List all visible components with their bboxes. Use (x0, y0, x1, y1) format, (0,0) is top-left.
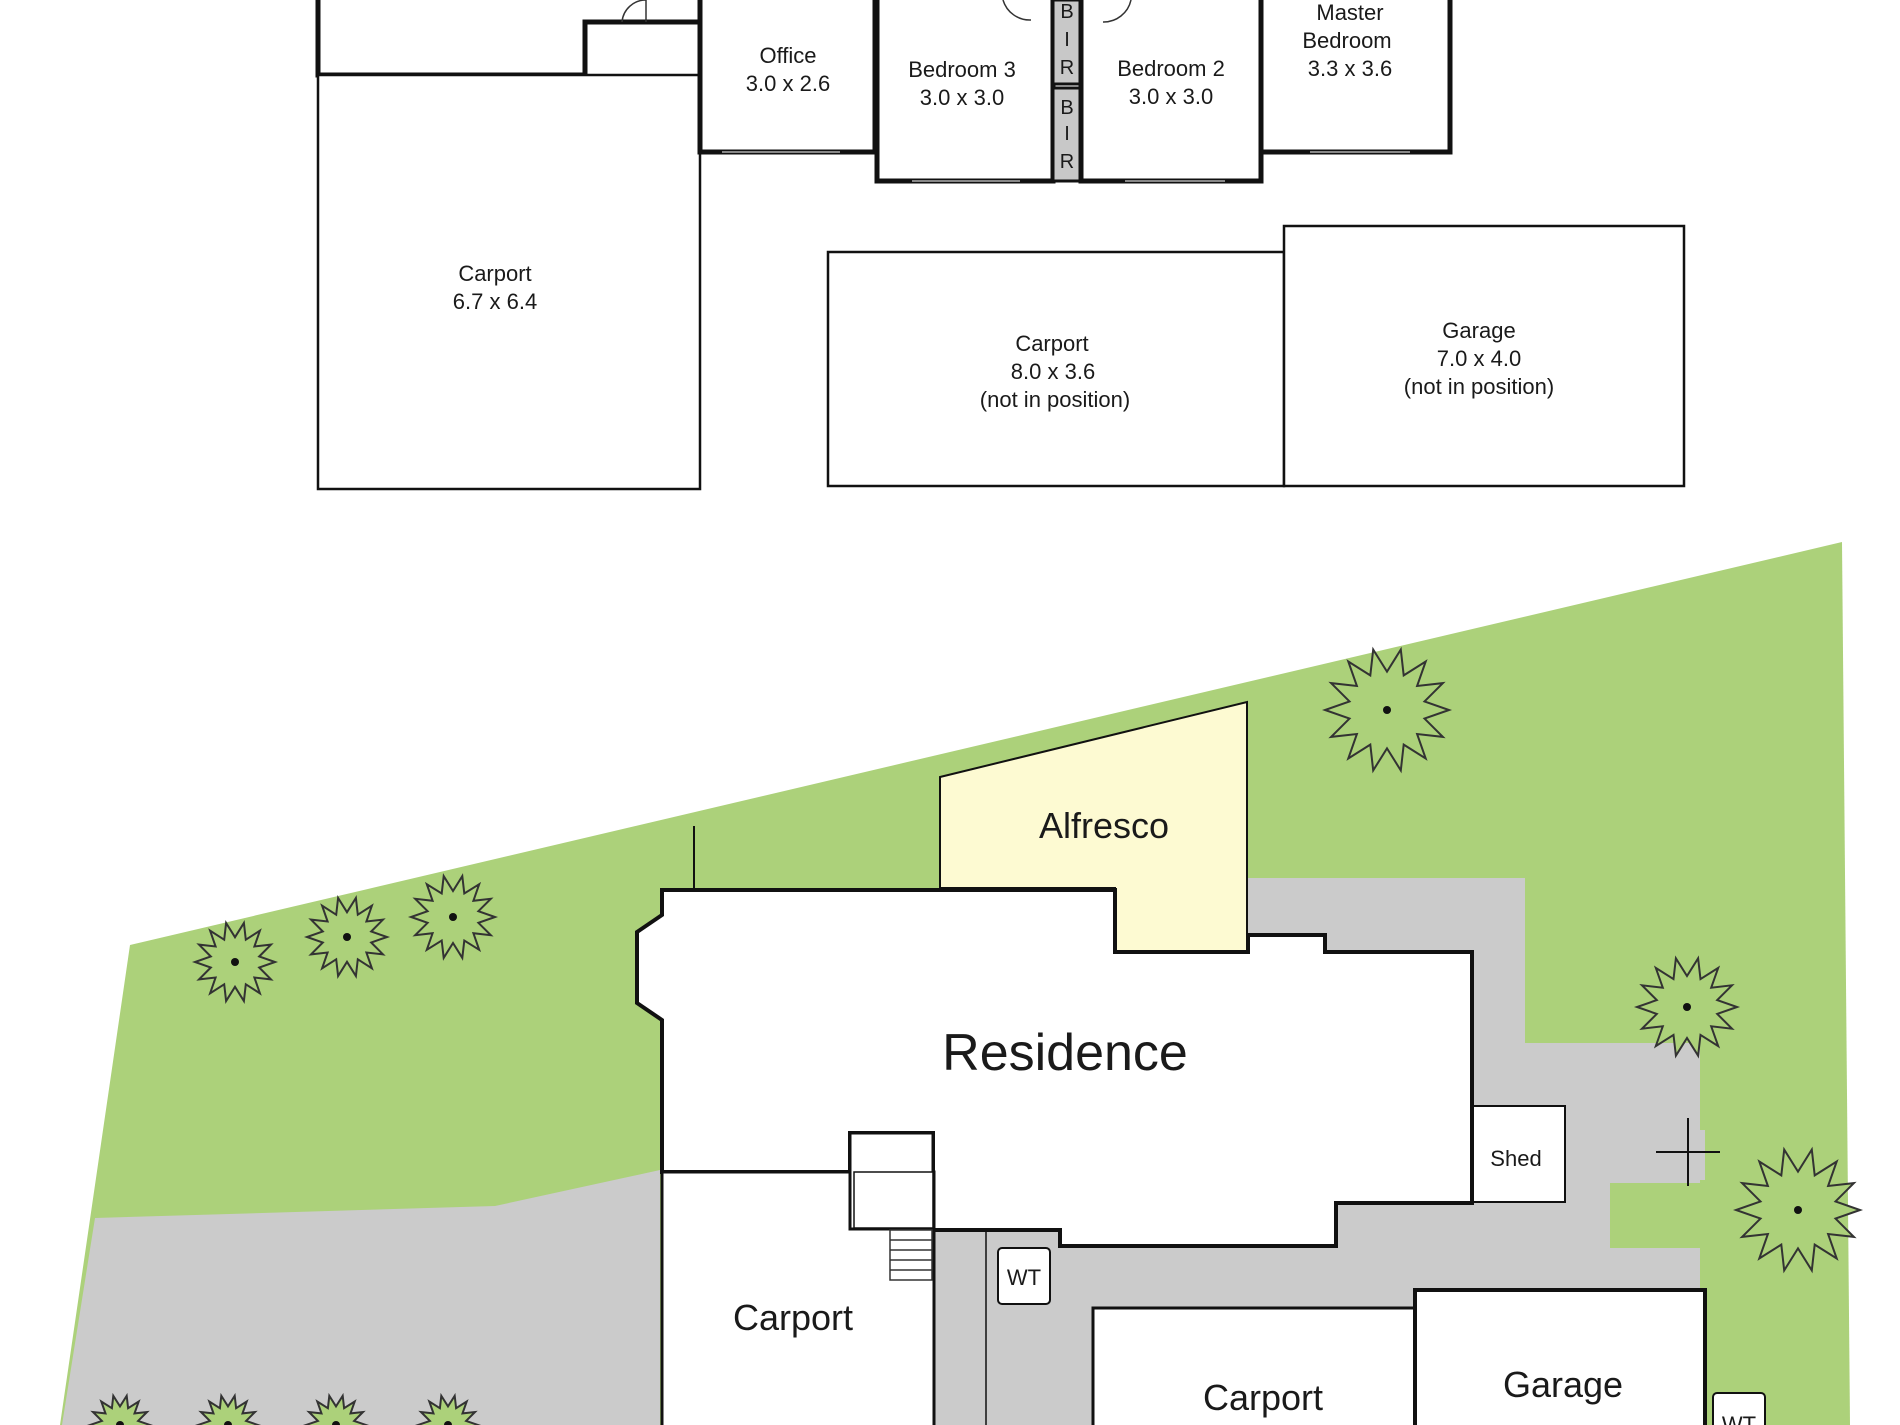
tree-trunk-dot (343, 933, 351, 941)
bir-upper-r: R (1060, 57, 1074, 79)
paving-path (1605, 1130, 1705, 1180)
tree-icon (302, 1392, 370, 1425)
carport-np-note: (not in position) (980, 387, 1130, 412)
master-name-2: Bedroom (1302, 28, 1391, 53)
bedroom2-door-swing (1102, 0, 1132, 23)
carport-np-name: Carport (1015, 331, 1088, 356)
bir-upper-i: I (1064, 29, 1070, 51)
door-swing (621, 0, 647, 23)
tree-trunk-dot (444, 1421, 452, 1425)
office-dims: 3.0 x 2.6 (746, 71, 830, 96)
carport-main-dims: 6.7 x 6.4 (453, 289, 537, 314)
tree-trunk-dot (1683, 1003, 1691, 1011)
carport-np-dims: 8.0 x 3.6 (1011, 359, 1095, 384)
porch-inner (853, 1171, 934, 1229)
tree-icon (194, 1392, 262, 1425)
bedroom2-name: Bedroom 2 (1117, 56, 1225, 81)
tree-trunk-dot (231, 958, 239, 966)
tree-trunk-dot (116, 1421, 124, 1425)
bir-lower (1051, 86, 1083, 183)
master-name-1: Master (1316, 0, 1383, 25)
carport-np-room (826, 250, 1286, 488)
shed-building (1472, 1105, 1566, 1203)
tree-trunk-dot (332, 1421, 340, 1425)
bedroom3-name: Bedroom 3 (908, 57, 1016, 82)
garage-label: Garage (1503, 1364, 1623, 1405)
carport-main-room (316, 73, 702, 491)
bir-lower-b: B (1060, 97, 1073, 119)
floor-plan: Carport 6.7 x 6.4 Office 3.0 x 2.6 Bedro… (315, 0, 1686, 491)
water-tank-1-label: WT (1007, 1265, 1041, 1290)
bir-lower-i: I (1064, 123, 1070, 145)
carport-left-label: Carport (733, 1297, 853, 1338)
trees (86, 646, 1864, 1425)
residence-building (635, 888, 1474, 1248)
survey-cross-icon (1656, 1118, 1720, 1186)
lawn-notch (1610, 1183, 1705, 1248)
water-tank-2 (1712, 1392, 1766, 1425)
carport-right-building (1091, 1306, 1417, 1425)
tree-trunk-dot (224, 1421, 232, 1425)
steps-front (889, 1229, 933, 1281)
tree-trunk-dot (449, 913, 457, 921)
shed-label: Shed (1490, 1146, 1541, 1171)
alfresco-label: Alfresco (1039, 805, 1169, 846)
tree-icon (414, 1392, 482, 1425)
site-plan: Alfresco Residence Shed Carport (60, 542, 1864, 1425)
office-name: Office (759, 43, 816, 68)
tree-trunk-dot (1794, 1206, 1802, 1214)
driveway-left (62, 1170, 660, 1425)
garage-building (1413, 1288, 1707, 1425)
residence-label: Residence (942, 1024, 1188, 1082)
bedroom3-door-swing (1002, 0, 1032, 21)
bir-upper-b: B (1060, 1, 1073, 23)
carport-right-label: Carport (1203, 1377, 1323, 1418)
side-strip (936, 1232, 986, 1425)
garage-np-note: (not in position) (1404, 374, 1554, 399)
water-tank-1 (997, 1247, 1051, 1305)
carport-main-name: Carport (458, 261, 531, 286)
garage-np-dims: 7.0 x 4.0 (1437, 346, 1521, 371)
partial-room-wall (315, 0, 703, 78)
water-tank-2-label: WT (1722, 1412, 1756, 1425)
tree-trunk-dot (1383, 706, 1391, 714)
master-dims: 3.3 x 3.6 (1308, 56, 1392, 81)
bedroom2-dims: 3.0 x 3.0 (1129, 84, 1213, 109)
bedroom3-dims: 3.0 x 3.0 (920, 85, 1004, 110)
garage-np-room (1282, 224, 1686, 488)
bir-lower-r: R (1060, 151, 1074, 173)
garage-np-name: Garage (1442, 318, 1515, 343)
tree-icon (86, 1392, 154, 1425)
